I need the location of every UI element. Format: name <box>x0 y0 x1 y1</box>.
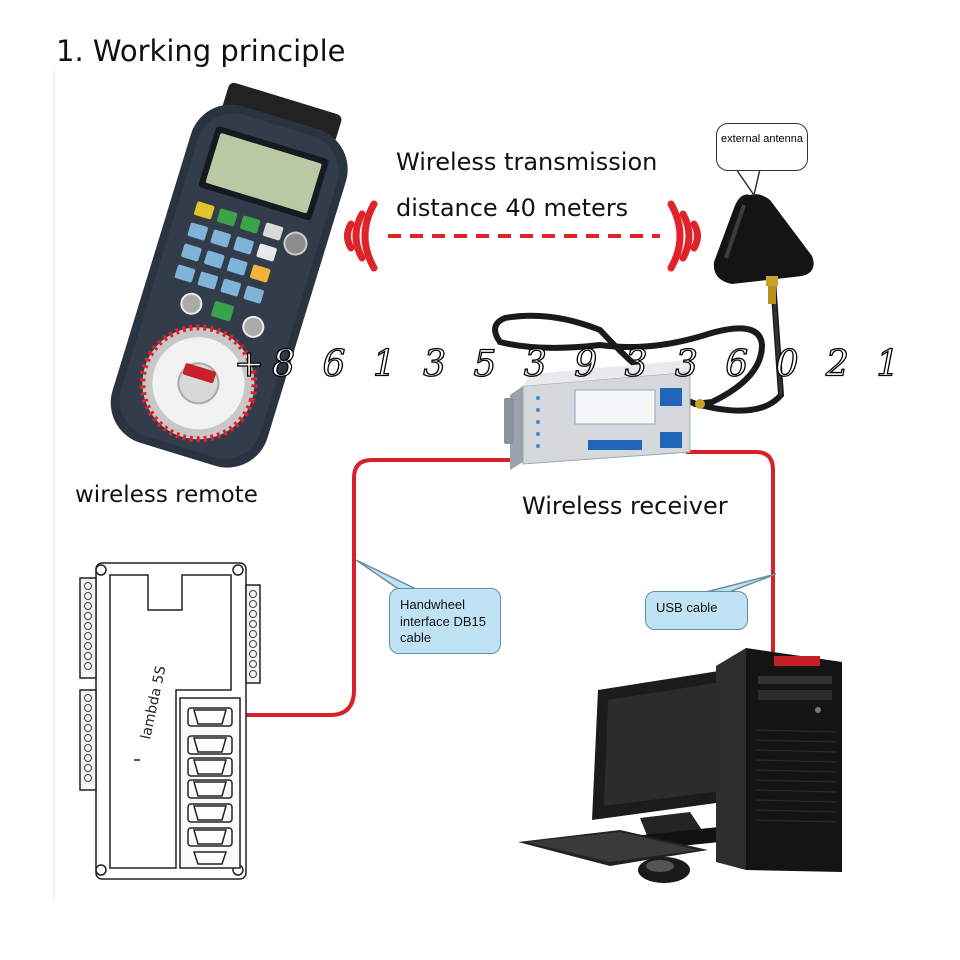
transmission-label-line2: distance 40 meters <box>396 194 629 222</box>
transmission-label-line1: Wireless transmission <box>396 148 658 176</box>
receiver-db15-port <box>504 398 514 444</box>
external-antenna-label: external antenna <box>721 133 803 145</box>
remote-lcd-screen <box>205 133 322 214</box>
db15-callout-line1: Handwheel <box>400 597 466 612</box>
wireless-remote-label: wireless remote <box>75 482 258 508</box>
wireless-receiver-box <box>504 360 691 470</box>
db15-callout-tail <box>355 559 419 591</box>
wireless-remote-handwheel <box>110 82 348 468</box>
computer-mouse <box>638 857 690 883</box>
usb-cable <box>686 450 775 652</box>
db15-cable <box>246 458 519 717</box>
controller-board-lambda-5s <box>79 562 261 880</box>
page-title: 1. Working principle <box>56 34 346 68</box>
terminal-block-left-upper <box>79 577 97 679</box>
external-antenna-callout: external antenna <box>716 123 808 171</box>
db-connector-ports <box>187 707 233 865</box>
remote-keypad <box>174 201 308 338</box>
db15-cable-callout: Handwheel interface DB15 cable <box>389 588 501 654</box>
wireless-receiver-label: Wireless receiver <box>522 492 728 520</box>
antenna-callout-tail <box>735 168 761 197</box>
signal-waves-right-icon <box>667 200 701 272</box>
watermark-phone-number: +8 6 1 3 5 3 9 3 3 6 0 2 1 <box>233 343 908 385</box>
terminal-block-right <box>245 584 261 684</box>
db15-callout-line3: cable <box>400 630 432 645</box>
controller-model-label: lambda 5S <box>138 664 169 741</box>
antenna-connector <box>766 276 778 286</box>
external-antenna <box>695 194 814 409</box>
tower-red-handle <box>774 656 820 666</box>
computer-tower <box>716 648 842 872</box>
usb-cable-callout: USB cable <box>645 591 748 630</box>
remote-handwheel-dial <box>139 324 258 443</box>
remote-logo <box>182 363 216 384</box>
terminal-block-left-lower <box>79 689 97 791</box>
signal-waves-left-icon <box>344 200 378 272</box>
receiver-status-leds <box>536 396 540 448</box>
usb-callout-label: USB cable <box>656 600 718 615</box>
db15-callout-line2: interface DB15 <box>400 614 486 629</box>
receiver-label-panel <box>574 389 656 425</box>
terminal-pins <box>84 582 257 782</box>
computer-keyboard <box>518 830 708 866</box>
computer-monitor <box>592 668 740 852</box>
